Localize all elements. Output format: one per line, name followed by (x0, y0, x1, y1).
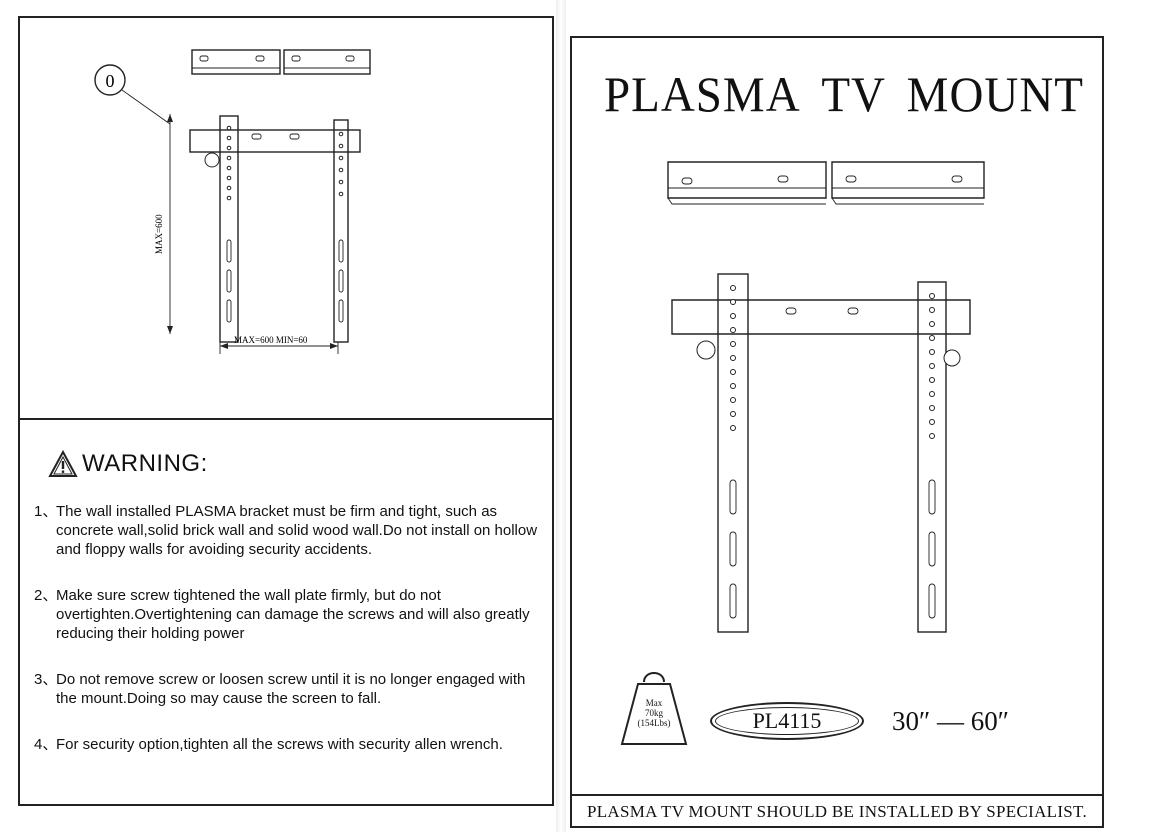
installation-diagram: 0 MAX=600 (94, 49, 371, 354)
warning-item: 4、 For security option,tighten all the s… (34, 735, 549, 754)
model-number: PL4115 (710, 702, 864, 740)
left-page: 0 MAX=600 (18, 16, 554, 806)
warning-title: WARNING: (82, 450, 208, 477)
warning-item-text: Make sure screw tightened the wall plate… (56, 587, 530, 642)
installation-notice: PLASMA TV MOUNT SHOULD BE INSTALLED BY S… (572, 794, 1102, 822)
warning-item-number: 3、 (34, 671, 58, 688)
title-word: PLASMA (604, 67, 801, 123)
max-weight-badge: Max 70kg (154Lbs) (616, 668, 692, 748)
warning-item-text: The wall installed PLASMA bracket must b… (56, 503, 538, 558)
warning-item: 2、 Make sure screw tightened the wall pl… (34, 586, 549, 643)
warning-item-number: 1、 (34, 503, 58, 520)
section-divider (20, 418, 552, 420)
vertical-bracket-right (333, 119, 349, 343)
product-diagram (667, 161, 985, 633)
warning-triangle-icon (48, 450, 78, 477)
vertical-bracket-left (696, 273, 749, 633)
callout-circle (94, 64, 126, 96)
vertical-bracket-right (917, 281, 961, 633)
model-number-text: PL4115 (752, 708, 822, 733)
weight-icon (620, 672, 688, 745)
warning-item-number: 2、 (34, 587, 58, 604)
warning-item-text: For security option,tighten all the scre… (56, 736, 503, 753)
warning-item-text: Do not remove screw or loosen screw unti… (56, 671, 526, 707)
wall-plate-left (191, 49, 281, 75)
height-dimension-label: MAX=600 (154, 214, 164, 254)
warning-item-number: 4、 (34, 736, 58, 753)
wall-plate-right (831, 161, 985, 205)
width-dimension-label: MAX=600 MIN=60 (234, 335, 308, 345)
page-fold (556, 0, 566, 832)
warning-list: 1、 The wall installed PLASMA bracket mus… (34, 502, 549, 781)
vertical-bracket-left (204, 115, 239, 343)
right-page: PLASMA TV MOUNT (570, 36, 1104, 828)
title-word: TV (821, 67, 886, 123)
title-word: MOUNT (906, 67, 1084, 123)
warning-heading: WARNING: (48, 450, 208, 478)
weight-line2: 70kg (645, 708, 663, 718)
callout-number: 0 (106, 71, 115, 91)
screen-size-range: 30″ — 60″ (892, 706, 1009, 736)
wall-plate-right (283, 49, 371, 75)
warning-item: 3、 Do not remove screw or loosen screw u… (34, 670, 549, 708)
weight-line3: (154Lbs) (637, 718, 671, 728)
weight-line1: Max (645, 698, 663, 708)
product-title: PLASMA TV MOUNT (604, 67, 1084, 124)
warning-item: 1、 The wall installed PLASMA bracket mus… (34, 502, 549, 559)
wall-plate-left (667, 161, 827, 205)
